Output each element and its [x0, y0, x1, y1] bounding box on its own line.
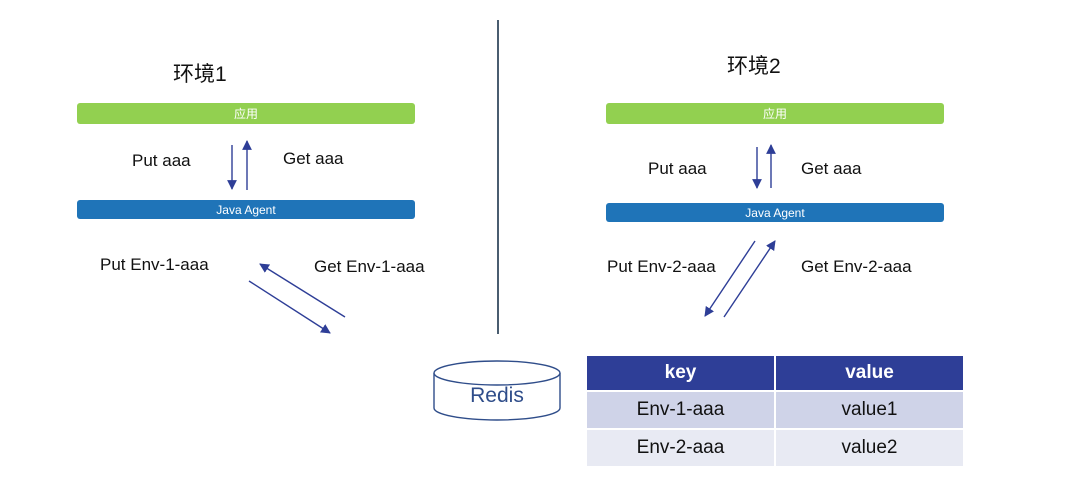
env2-app-bar: 应用 — [606, 103, 944, 124]
env1-put-remote-arrow — [248, 280, 331, 334]
env2-put-local-label: Put aaa — [648, 159, 707, 178]
env2-get-remote-label: Get Env-2-aaa — [801, 257, 912, 276]
env1-get-remote-label: Get Env-1-aaa — [314, 257, 425, 276]
table-header-key: key — [587, 356, 774, 390]
key-value-table: key value Env-1-aaa value1 Env-2-aaa val… — [585, 354, 965, 468]
env1-get-local-label: Get aaa — [283, 149, 344, 168]
env2-put-remote-label: Put Env-2-aaa — [607, 257, 716, 276]
env2-title: 环境2 — [727, 55, 781, 78]
table-cell-value: value1 — [776, 392, 963, 428]
env1-get-remote-arrow — [259, 263, 346, 318]
table-header-value: value — [776, 356, 963, 390]
environment-divider — [497, 20, 499, 334]
env1-title: 环境1 — [173, 63, 227, 86]
redis-cylinder — [433, 360, 561, 421]
table-cell-key: Env-2-aaa — [587, 430, 774, 466]
table-cell-value: value2 — [776, 430, 963, 466]
redis-label: Redis — [470, 384, 524, 407]
env1-put-local-label: Put aaa — [132, 151, 191, 170]
env2-get-local-label: Get aaa — [801, 159, 862, 178]
env2-get-remote-arrow — [723, 240, 776, 318]
table-row: Env-1-aaa value1 — [587, 392, 963, 428]
table-cell-key: Env-1-aaa — [587, 392, 774, 428]
env2-put-remote-arrow — [704, 240, 756, 317]
env2-agent-bar: Java Agent — [606, 203, 944, 222]
env1-app-bar: 应用 — [77, 103, 415, 124]
env1-agent-bar: Java Agent — [77, 200, 415, 219]
table-row: Env-2-aaa value2 — [587, 430, 963, 466]
env1-put-remote-label: Put Env-1-aaa — [100, 255, 209, 274]
